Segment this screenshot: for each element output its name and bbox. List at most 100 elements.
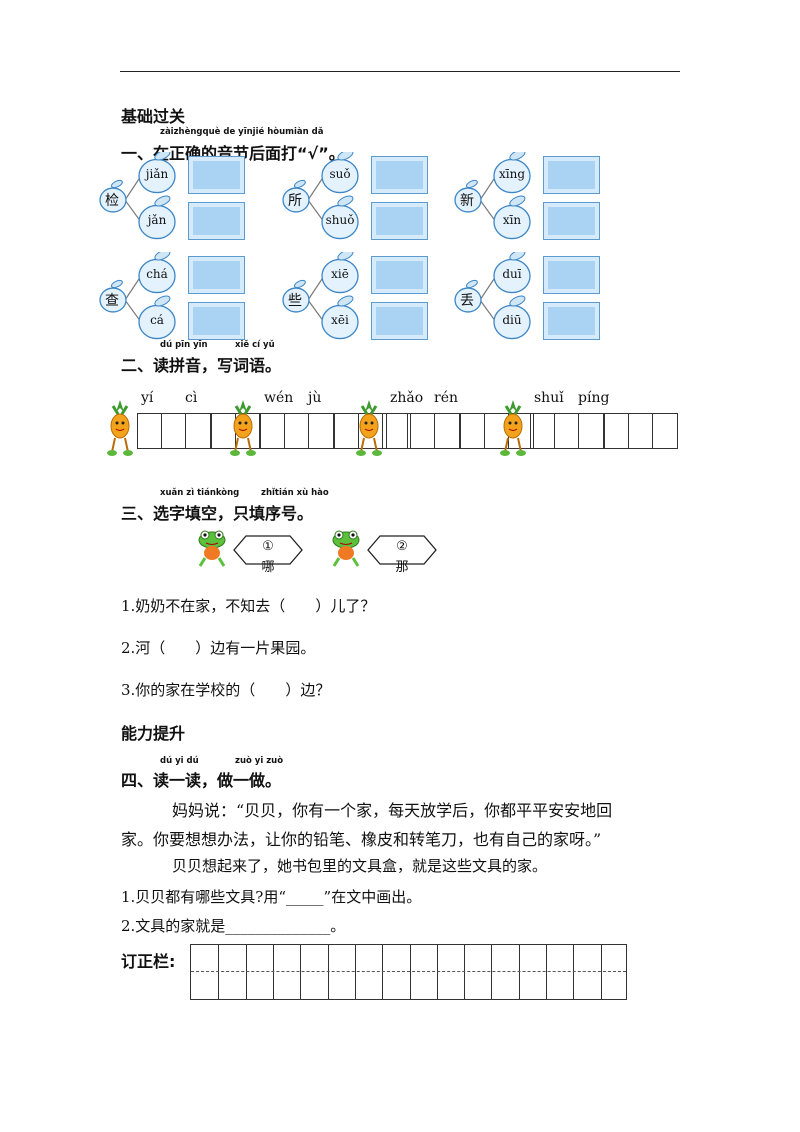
apple-cluster-icon (99, 252, 176, 340)
q1-char: 丢 (460, 293, 474, 309)
check-answer-box[interactable] (371, 202, 428, 240)
q4-para1-line2: 家。你要想想办法，让你的铅笔、橡皮和转笔刀，也有自己的家呀。” (121, 830, 602, 849)
q1-syllable: shuǒ (325, 213, 355, 227)
check-answer-box[interactable] (188, 302, 245, 340)
frog-hexagon-icon (332, 530, 437, 567)
q2-pinyin-b: xiě cí yǔ (235, 340, 275, 350)
grid-col-line (354, 945, 356, 999)
check-answer-box[interactable] (543, 202, 600, 240)
q2-title: 二、读拼音，写词语。 (121, 356, 282, 375)
q3-sentence-1: 1.奶奶不在家，不知去（ ）儿了？ (121, 597, 376, 615)
writing-cell-block[interactable] (260, 413, 334, 449)
writing-cell-block[interactable] (137, 413, 211, 449)
q1-char: 查 (105, 293, 119, 309)
grid-col-line (218, 945, 220, 999)
q2-pinyin-2: jù (308, 390, 322, 406)
pineapple-mascot-icon (230, 400, 256, 456)
check-answer-box[interactable] (188, 256, 245, 294)
grid-col-line (327, 945, 329, 999)
option-char: 那 (395, 560, 409, 575)
q4-task-1: 1.贝贝都有哪些文具?用“_____”在文中画出。 (121, 888, 422, 906)
correction-grid[interactable] (190, 944, 627, 1000)
grid-col-line (382, 945, 384, 999)
top-rule (120, 71, 680, 72)
q1-char: 些 (288, 293, 302, 309)
q1-syllable: jiǎn (145, 167, 169, 181)
q2-pinyin-1: wén (264, 390, 294, 406)
q2-pinyin-1: zhǎo (390, 390, 424, 406)
q1-syllable: xīng (498, 167, 525, 181)
q4-pinyin-a: dú yi dú (160, 756, 199, 766)
q1-syllable: cá (150, 313, 164, 327)
q1-group: 查 chá cá (95, 252, 265, 344)
q1-syllable: xīn (502, 213, 522, 227)
apple-cluster-icon (454, 152, 531, 240)
section-ability-title: 能力提升 (121, 724, 186, 743)
section-basic-title: 基础过关 (121, 107, 186, 126)
option-char: 哪 (261, 560, 275, 575)
q2-pinyin-1: shuǐ (534, 390, 564, 406)
grid-col-line (300, 945, 302, 999)
writing-cell-block[interactable] (604, 413, 678, 449)
grid-col-line (573, 945, 575, 999)
check-answer-box[interactable] (188, 202, 245, 240)
q2-word: yí cì (105, 388, 285, 460)
q1-syllable: duī (502, 267, 522, 281)
grid-col-line (491, 945, 493, 999)
apple-cluster-icon (454, 252, 531, 340)
grid-col-line (546, 945, 548, 999)
option-number: ① (262, 539, 274, 554)
q1-syllable: jǎn (147, 213, 167, 227)
q1-char: 所 (288, 193, 302, 209)
q1-pinyin: zàizhèngquè de yīnjié hòumiàn dǎ (160, 127, 324, 137)
q1-syllable: suǒ (329, 167, 351, 181)
q4-para1-line1: 妈妈说：“贝贝，你有一个家，每天放学后，你都平平安安地回 (172, 801, 613, 820)
pineapple-mascot-icon (500, 400, 526, 456)
grid-col-line (600, 945, 602, 999)
grid-col-line (436, 945, 438, 999)
q1-char: 新 (460, 193, 474, 209)
check-answer-box[interactable] (188, 156, 245, 194)
q1-char: 检 (105, 193, 119, 209)
check-answer-box[interactable] (371, 256, 428, 294)
q2-pinyin-a: dú pīn yīn (160, 340, 208, 350)
check-answer-box[interactable] (371, 156, 428, 194)
q1-syllable: xēi (331, 313, 349, 327)
correction-label: 订正栏: (121, 952, 176, 971)
grid-col-line (409, 945, 411, 999)
writing-cell-block[interactable] (386, 413, 460, 449)
writing-cell-block[interactable] (530, 413, 604, 449)
q3-pinyin-a: xuǎn zì tiánkòng (160, 488, 240, 498)
check-answer-box[interactable] (543, 302, 600, 340)
q4-task-2: 2.文具的家就是______________。 (121, 917, 346, 935)
q4-title: 四、读一读，做一做。 (121, 771, 282, 790)
q1-group: 所 suǒ shuǒ (278, 152, 448, 244)
q3-sentence-3: 3.你的家在学校的（ ）边？ (121, 681, 331, 699)
grid-col-line (245, 945, 247, 999)
grid-mid-line (191, 971, 626, 972)
q3-pinyin-b: zhǐtián xù hào (261, 488, 329, 498)
q2-pinyin-2: rén (434, 390, 458, 406)
pineapple-mascot-icon (356, 400, 382, 456)
check-answer-box[interactable] (371, 302, 428, 340)
q2-pinyin-2: cì (185, 390, 198, 406)
q2-writing-grid[interactable] (530, 413, 678, 449)
q3-sentence-2: 2.河（ ）边有一片果园。 (121, 639, 316, 657)
q4-pinyin-b: zuò yi zuò (235, 756, 284, 766)
check-answer-box[interactable] (543, 256, 600, 294)
option-number: ② (396, 539, 408, 554)
q1-syllable: chá (146, 267, 168, 281)
q1-group: 检 jiǎn jǎn (95, 152, 265, 244)
q4-para2: 贝贝想起来了，她书包里的文具盒，就是这些文具的家。 (172, 857, 548, 875)
apple-cluster-icon (282, 152, 359, 240)
pineapple-mascot-icon (107, 400, 133, 456)
q3-title: 三、选字填空，只填序号。 (121, 504, 314, 523)
q2-pinyin-1: yí (141, 390, 154, 406)
check-answer-box[interactable] (543, 156, 600, 194)
grid-col-line (272, 945, 274, 999)
